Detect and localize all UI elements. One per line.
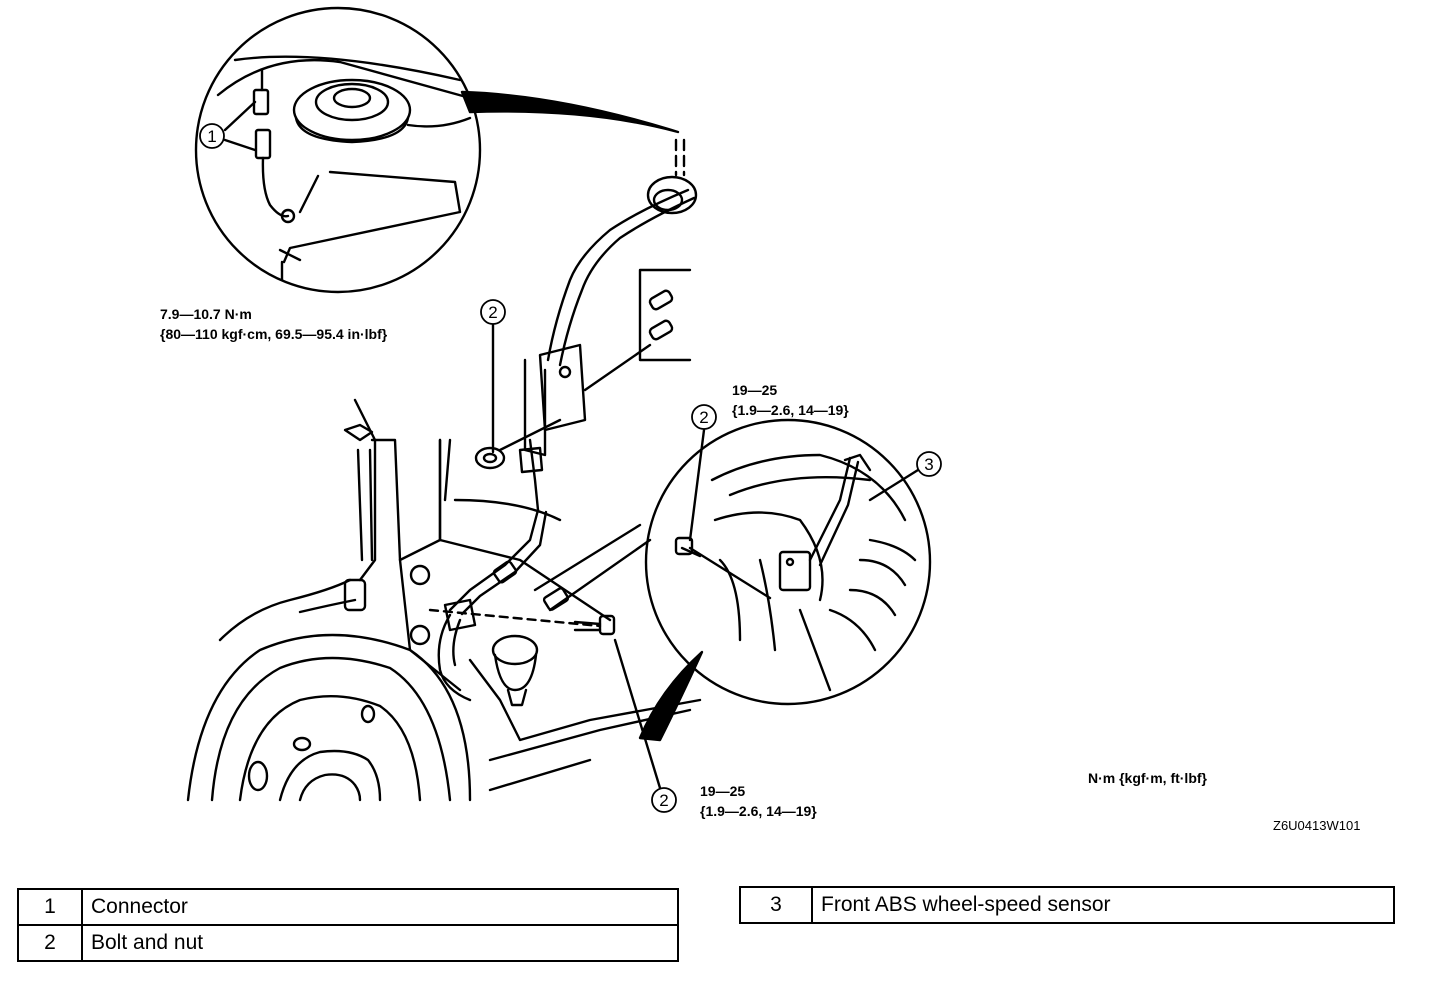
torque-bot-line2: {1.9—2.6, 14—19} xyxy=(700,803,817,819)
callout-3-circle xyxy=(916,451,942,477)
callout-2-circle-bottom xyxy=(651,787,677,813)
callout-1: 1 xyxy=(207,127,216,146)
callout-2-right: 2 xyxy=(699,408,708,427)
legend-table-left: 1 Connector 2 Bolt and nut xyxy=(17,888,679,962)
legend-table-right: 3 Front ABS wheel-speed sensor xyxy=(739,886,1395,924)
torque-mid-line1: 19—25 xyxy=(732,382,778,398)
wheel-hub-assembly xyxy=(186,138,702,802)
legend-num: 2 xyxy=(17,924,83,962)
torque-mid-line2: {1.9—2.6, 14—19} xyxy=(732,402,849,418)
callout-2-circle-top xyxy=(480,299,506,325)
torque-units: N·m {kgf·m, ft·lbf} xyxy=(1088,770,1207,786)
legend-num: 1 xyxy=(17,888,83,926)
legend-row: 1 Connector xyxy=(17,888,679,926)
torque-bot-line1: 19—25 xyxy=(700,783,746,799)
callout-1-circle xyxy=(199,123,225,149)
legend-row: 3 Front ABS wheel-speed sensor xyxy=(739,886,1395,924)
callout-3: 3 xyxy=(924,455,933,474)
figure-code: Z6U0413W101 xyxy=(1273,818,1361,833)
torque-top-line1: 7.9—10.7 N·m xyxy=(160,306,252,322)
legend-label: Connector xyxy=(81,888,679,926)
legend-label: Bolt and nut xyxy=(81,924,679,962)
callout-2-bottom: 2 xyxy=(659,791,668,810)
callout-2-top: 2 xyxy=(488,303,497,322)
legend-label: Front ABS wheel-speed sensor xyxy=(811,886,1395,924)
sensor-detail-view xyxy=(644,418,932,706)
connector-detail-view xyxy=(194,6,482,294)
callout-2-circle-right xyxy=(691,404,717,430)
legend-row: 2 Bolt and nut xyxy=(17,924,679,962)
torque-top-line2: {80—110 kgf·cm, 69.5—95.4 in·lbf} xyxy=(160,326,388,342)
legend-num: 3 xyxy=(739,886,813,924)
